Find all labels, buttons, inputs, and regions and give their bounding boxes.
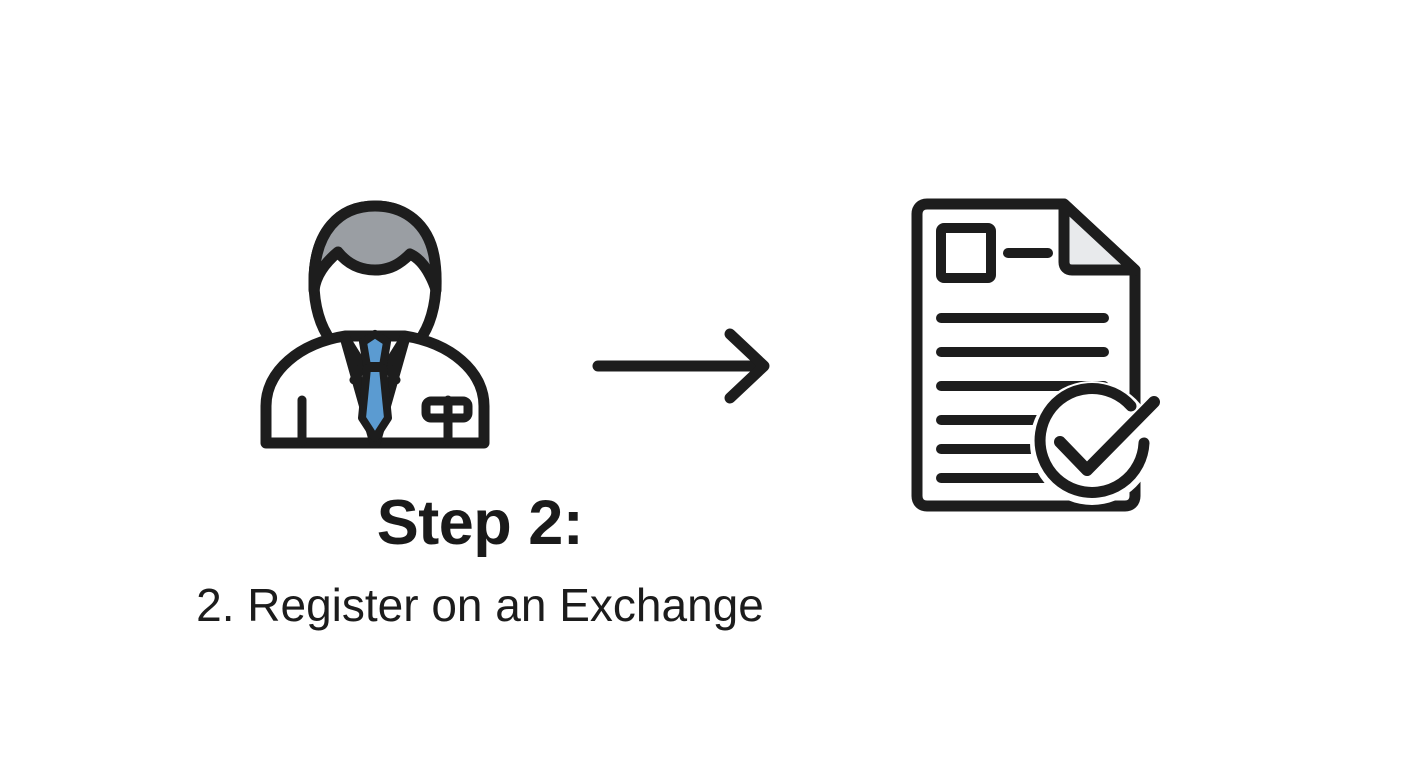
checkbox-square	[936, 223, 996, 283]
page-subtitle: 2. Register on an Exchange	[196, 579, 764, 631]
corner-fold	[1058, 198, 1141, 276]
person-icon-svg	[260, 200, 490, 449]
document-icon-svg	[911, 198, 1160, 512]
page-title: Step 2:	[376, 488, 584, 558]
arrow-head	[724, 328, 770, 404]
tie-blade	[358, 364, 392, 442]
document-verified-icon	[896, 190, 1176, 530]
tie-knot	[359, 330, 391, 370]
checkmark	[1054, 396, 1160, 476]
arrow-icon-svg	[592, 328, 770, 404]
arrow-right-icon	[588, 326, 788, 406]
check-badge-circle	[1034, 383, 1150, 498]
check-badge-mask	[1030, 381, 1154, 505]
person-in-suit-icon	[250, 190, 500, 452]
hair-shape	[308, 200, 442, 296]
step-text-block: Step 2: 2. Register on an Exchange	[0, 484, 960, 636]
